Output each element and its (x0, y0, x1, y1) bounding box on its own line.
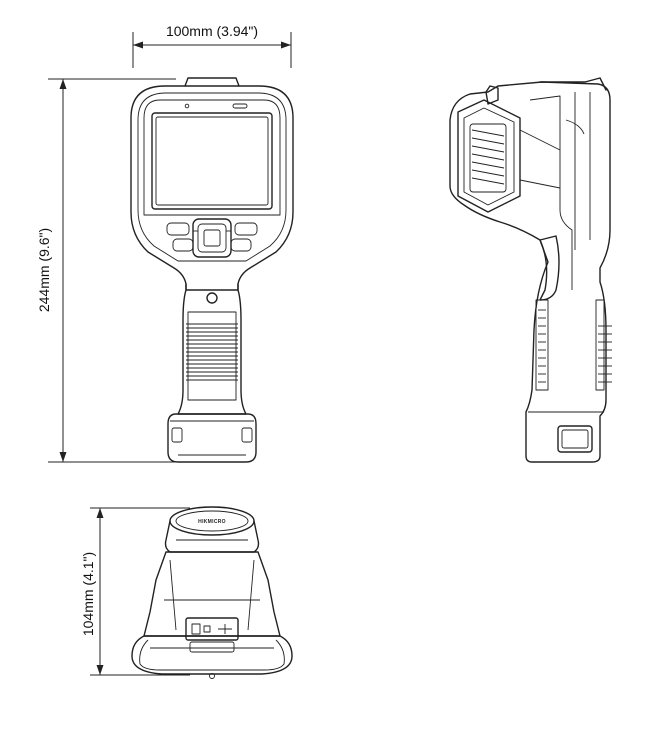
bottom-view: HIKMICRO (131, 506, 293, 679)
front-view (130, 77, 294, 463)
width-label: 100mm (3.94") (166, 23, 258, 39)
depth-label: 104mm (4.1") (80, 552, 96, 636)
logo-text: HIKMICRO (198, 519, 226, 525)
grip-texture (186, 323, 238, 381)
handle-grip-ridges (538, 309, 612, 383)
width-dimension: 100mm (3.94") (132, 23, 292, 68)
side-view (449, 77, 612, 463)
lens-fins (471, 129, 505, 185)
height-label: 244mm (9.6") (36, 228, 52, 312)
depth-dimension: 104mm (4.1") (80, 507, 190, 676)
height-dimension: 244mm (9.6") (36, 78, 176, 463)
